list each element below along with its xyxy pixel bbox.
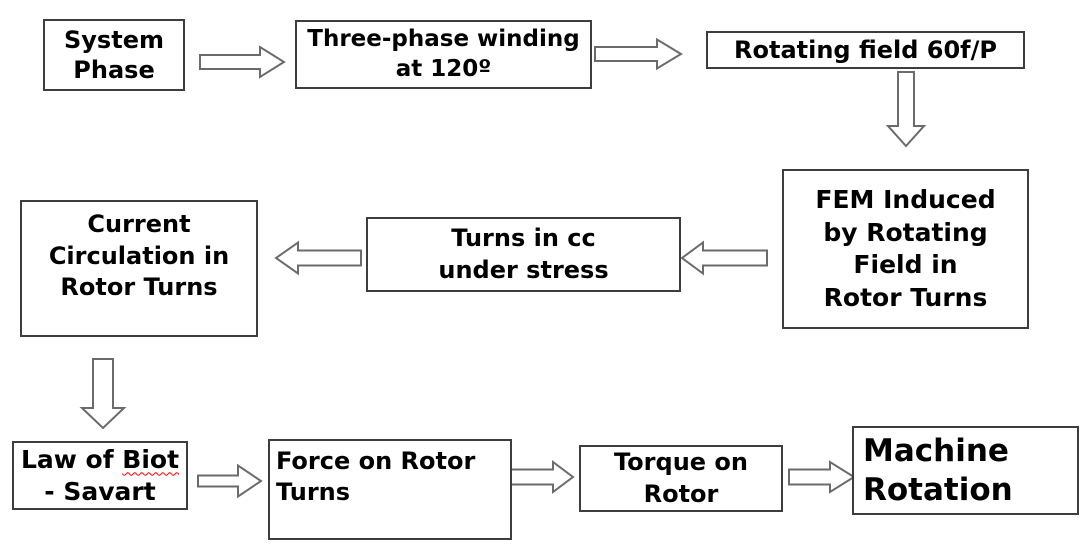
box-label-line: Turns bbox=[276, 478, 351, 507]
box-label-line: Turns in cc bbox=[451, 224, 596, 253]
flow-box-fem-induced: FEM Induced by Rotating Field in Rotor T… bbox=[782, 169, 1029, 329]
box-label-line: System bbox=[64, 26, 164, 54]
flow-box-law-of-biot-savart: Law of Biot - Savart bbox=[12, 441, 188, 510]
flow-arrow-torque_rotor-to-machine_rotation bbox=[788, 460, 856, 494]
box-label-line: Machine bbox=[863, 432, 1009, 469]
flow-arrow-system_phase-to-three_phase bbox=[199, 45, 286, 79]
box-label-line: Rotor Turns bbox=[60, 273, 218, 302]
box-label-line: at 120º bbox=[395, 55, 492, 82]
box-label-line: under stress bbox=[438, 255, 609, 284]
box-label-line: FEM Induced bbox=[815, 185, 996, 214]
flow-arrow-three_phase-to-rotating_field bbox=[594, 37, 683, 71]
flow-box-torque-on-rotor: Torque on Rotor bbox=[579, 445, 783, 512]
flow-box-force-on-rotor-turns: Force on Rotor Turns bbox=[268, 439, 512, 540]
flow-box-turns-in-cc: Turns in cc under stress bbox=[366, 217, 681, 292]
box-label-line: Circulation in bbox=[48, 241, 230, 270]
box-label-line: Three-phase winding bbox=[307, 25, 580, 52]
box-label-line: Rotation bbox=[863, 471, 1013, 508]
box-label-line: Rotor bbox=[643, 479, 719, 508]
box-label-line: Force on Rotor bbox=[276, 447, 476, 475]
flow-box-three-phase-winding: Three-phase winding at 120º bbox=[295, 20, 592, 89]
box-label-line: Phase bbox=[73, 56, 155, 84]
flow-arrow-turns_cc-to-current_circulation bbox=[274, 240, 362, 276]
box-label-line: Field in bbox=[853, 250, 958, 279]
box-label-line: Rotor Turns bbox=[823, 282, 988, 312]
flow-arrow-law_biot-to-force_rotor bbox=[197, 463, 263, 499]
flow-box-system-phase: System Phase bbox=[43, 19, 185, 91]
box-label-line: Current bbox=[87, 210, 191, 238]
flow-box-current-circulation: Current Circulation in Rotor Turns bbox=[20, 200, 258, 337]
box-label-line: Torque on bbox=[614, 448, 748, 477]
box-label-line: - Savart bbox=[44, 476, 156, 506]
flow-arrow-force_rotor-to-torque_rotor bbox=[510, 460, 575, 494]
misspelled-word: Biot bbox=[122, 445, 180, 475]
flow-box-machine-rotation: Machine Rotation bbox=[852, 426, 1079, 515]
flow-arrow-rotating_field-to-fem_induced bbox=[885, 71, 927, 148]
law-biot-prefix: Law of bbox=[20, 445, 123, 475]
flow-arrow-fem_induced-to-turns_cc bbox=[680, 240, 768, 276]
box-label-line: by Rotating bbox=[823, 217, 988, 247]
flow-box-rotating-field: Rotating field 60f/P bbox=[706, 31, 1025, 69]
box-label-line: Rotating field 60f/P bbox=[734, 36, 997, 64]
flow-arrow-current_circulation-to-law_biot bbox=[79, 358, 127, 430]
box-label-line: Law of Biot bbox=[21, 444, 179, 475]
